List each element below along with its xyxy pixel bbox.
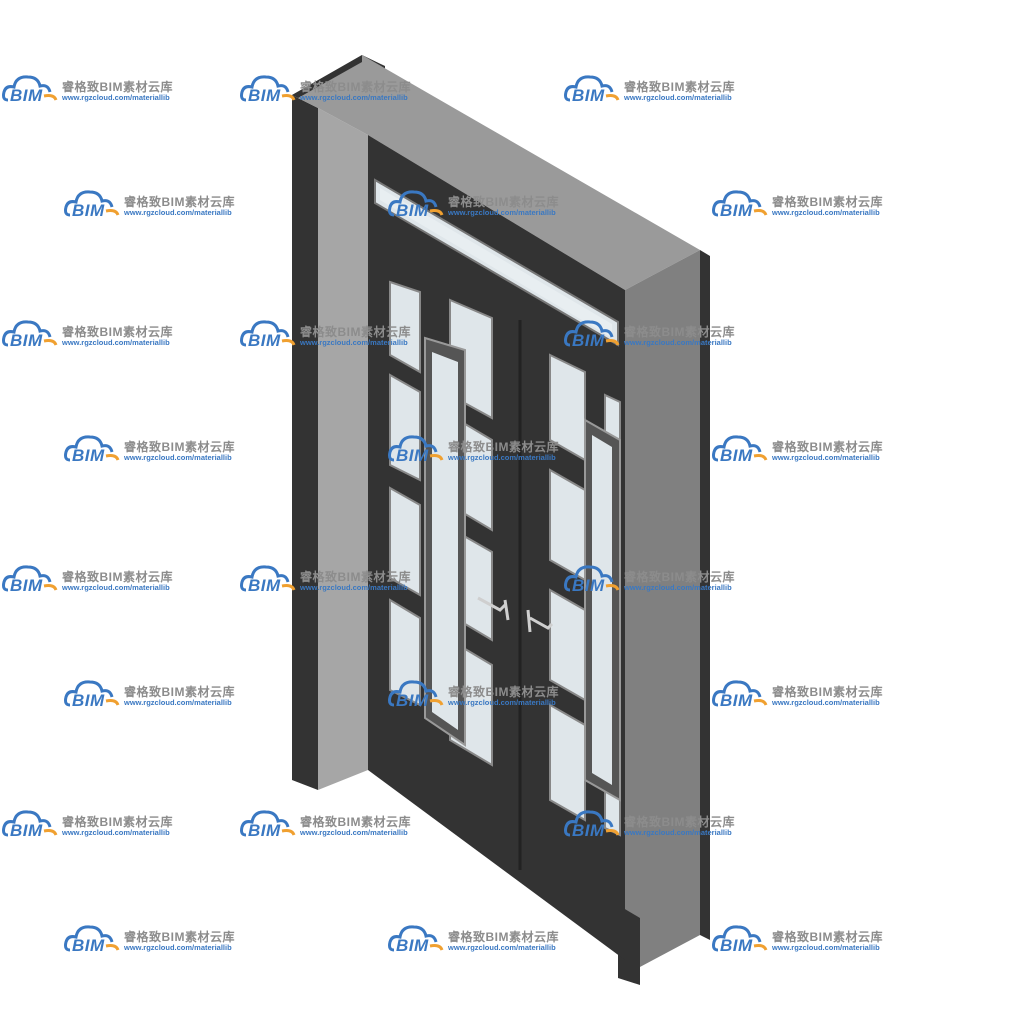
left-pane-4a	[389, 598, 421, 707]
door-handles	[477, 596, 554, 633]
frame-top	[292, 55, 700, 290]
frame-left-outer	[292, 95, 318, 790]
left-pane-3a	[389, 486, 421, 597]
frame-right-edge	[700, 250, 710, 940]
left-pane-2a	[389, 373, 421, 482]
right-pane-2a	[549, 468, 586, 582]
left-center-glass	[432, 352, 458, 730]
frame-right-reveal	[625, 250, 700, 975]
handle-right-icon	[526, 609, 554, 633]
frame-left-reveal	[318, 108, 368, 790]
right-center-glass	[592, 435, 612, 785]
frame-top-edge	[292, 55, 362, 98]
transom-inner	[380, 188, 612, 338]
left-pane-top-a	[389, 280, 421, 374]
right-pane-3a	[549, 588, 586, 702]
handle-left-icon	[477, 596, 510, 621]
right-pane-4a	[549, 703, 586, 822]
